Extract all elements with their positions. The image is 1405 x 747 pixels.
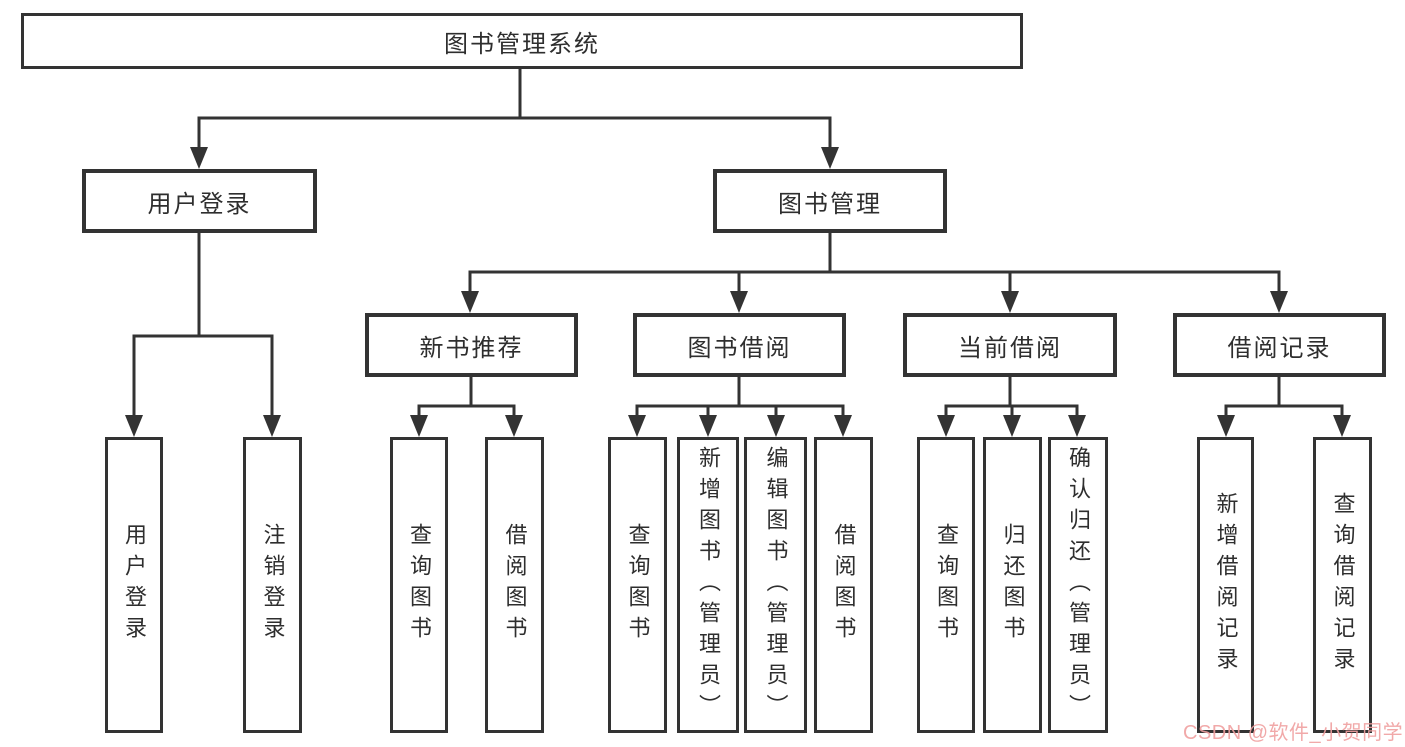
arrowhead-down-icon — [190, 147, 208, 169]
arrowhead-down-icons — [125, 147, 1351, 437]
leaf-return-books-label: 归还图书 — [1000, 523, 1026, 647]
arrowhead-down-icon — [1217, 415, 1235, 437]
leaf-user-login-label: 用户登录 — [122, 523, 147, 647]
arrowhead-down-icon — [125, 415, 143, 437]
leaf-query-books-current: 查询图书 — [917, 437, 975, 733]
leaf-query-books-current-label: 查询图书 — [934, 523, 959, 647]
leaf-edit-book-admin: 编辑图书（管理员） — [744, 437, 807, 733]
node-borrow-records: 借阅记录 — [1173, 313, 1386, 377]
leaf-borrow-books-label: 借阅图书 — [831, 523, 857, 647]
leaf-query-books-recommend-label: 查询图书 — [407, 523, 432, 647]
arrowhead-down-icon — [1270, 291, 1288, 313]
leaf-return-books: 归还图书 — [983, 437, 1042, 733]
leaf-confirm-return-admin: 确认归还（管理员） — [1048, 437, 1108, 733]
arrowhead-down-icon — [1003, 415, 1021, 437]
leaf-add-borrow-record: 新增借阅记录 — [1197, 437, 1254, 733]
leaf-edit-book-admin-label: 编辑图书（管理员） — [763, 445, 789, 725]
leaf-add-book-admin-label: 新增图书（管理员） — [696, 445, 721, 725]
node-book-management: 图书管理 — [713, 169, 947, 233]
leaf-query-books-recommend: 查询图书 — [390, 437, 448, 733]
arrowhead-down-icon — [505, 415, 523, 437]
node-book-borrow-label: 图书借阅 — [687, 334, 792, 362]
leaf-borrow-books: 借阅图书 — [814, 437, 873, 733]
node-book-management-label: 图书管理 — [778, 190, 882, 218]
arrowhead-down-icon — [461, 291, 479, 313]
arrowhead-down-icon — [1333, 415, 1351, 437]
arrowhead-down-icon — [1068, 415, 1086, 437]
arrowhead-down-icon — [263, 415, 281, 437]
arrowhead-down-icon — [1001, 291, 1019, 313]
connector-lines — [132, 69, 1344, 416]
node-root-label: 图书管理系统 — [444, 30, 600, 58]
leaf-query-books-borrow-label: 查询图书 — [625, 523, 651, 647]
leaf-query-books-borrow: 查询图书 — [608, 437, 667, 733]
node-new-book-recommend: 新书推荐 — [365, 313, 578, 377]
leaf-borrow-books-recommend: 借阅图书 — [485, 437, 544, 733]
arrowhead-down-icon — [767, 415, 785, 437]
node-borrow-records-label: 借阅记录 — [1227, 334, 1332, 362]
arrowhead-down-icon — [834, 415, 852, 437]
leaf-confirm-return-admin-label: 确认归还（管理员） — [1066, 445, 1091, 725]
node-current-borrow: 当前借阅 — [903, 313, 1117, 377]
arrowhead-down-icon — [628, 415, 646, 437]
arrowhead-down-icon — [699, 415, 717, 437]
leaf-add-borrow-record-label: 新增借阅记录 — [1213, 492, 1239, 678]
node-current-borrow-label: 当前借阅 — [958, 334, 1062, 362]
leaf-query-borrow-record-label: 查询借阅记录 — [1330, 492, 1356, 678]
leaf-borrow-books-recommend-label: 借阅图书 — [502, 523, 528, 647]
leaf-query-borrow-record: 查询借阅记录 — [1313, 437, 1372, 733]
node-root: 图书管理系统 — [21, 13, 1023, 69]
watermark: CSDN @软件_小贺同学 — [1183, 722, 1404, 744]
node-new-book-recommend-label: 新书推荐 — [419, 334, 524, 362]
arrowhead-down-icon — [410, 415, 428, 437]
leaf-logout-label: 注销登录 — [260, 523, 286, 647]
leaf-add-book-admin: 新增图书（管理员） — [677, 437, 739, 733]
leaf-logout: 注销登录 — [243, 437, 302, 733]
leaf-user-login: 用户登录 — [105, 437, 163, 733]
arrowhead-down-icon — [730, 291, 748, 313]
node-user-login: 用户登录 — [82, 169, 317, 233]
node-book-borrow: 图书借阅 — [633, 313, 846, 377]
node-user-login-label: 用户登录 — [147, 190, 252, 218]
arrowhead-down-icon — [937, 415, 955, 437]
arrowhead-down-icon — [821, 147, 839, 169]
